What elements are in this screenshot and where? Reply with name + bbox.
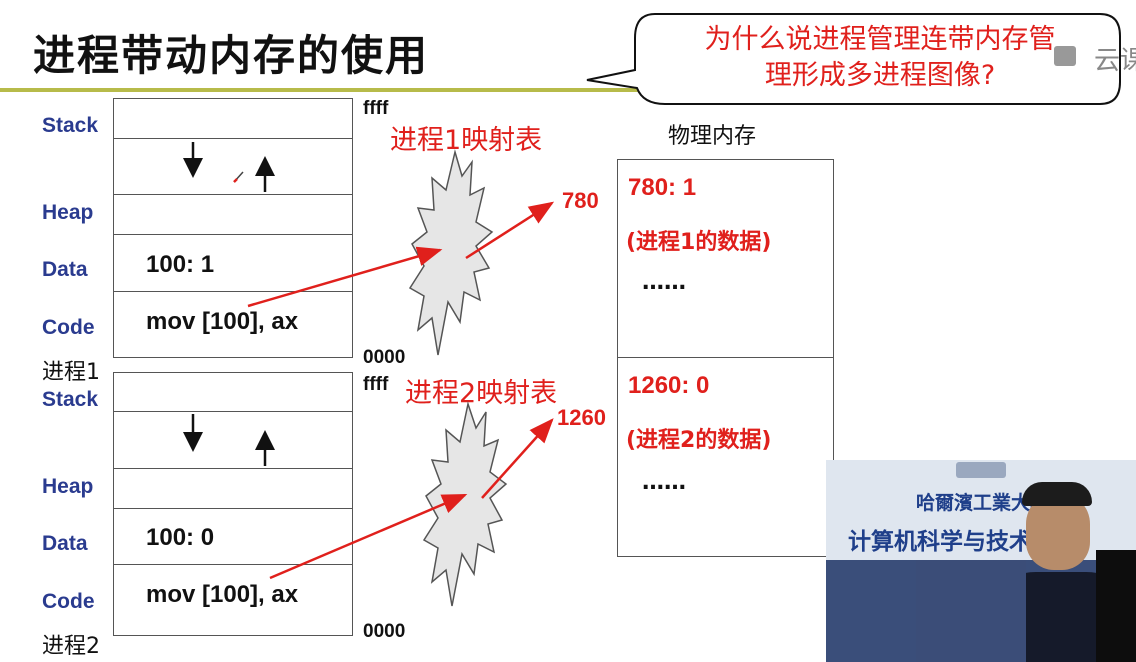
phys-block2-value: 1260: 0 — [628, 372, 710, 399]
process2-addr-bottom: 0000 — [363, 621, 406, 642]
phys-block1-value: 780: 1 — [628, 174, 697, 201]
process2-code-cell: mov [100], ax — [146, 581, 299, 608]
segment-label-heap: Heap — [42, 201, 94, 224]
process2-data-cell: 100: 0 — [146, 524, 215, 551]
segment-label-heap: Heap — [42, 475, 94, 498]
video-text-line2: 计算机科学与技术 — [848, 529, 1032, 555]
process1-map-arrow-out — [465, 201, 555, 260]
chair-back — [916, 560, 1026, 662]
video-inset: 哈爾濱工業大學 计算机科学与技术 — [826, 460, 1136, 662]
divider — [113, 234, 353, 235]
process1-map-arrow-in — [247, 246, 443, 308]
divider — [113, 291, 353, 292]
physical-memory-box — [617, 159, 834, 557]
pen-cursor-icon — [233, 171, 244, 183]
divider — [113, 138, 353, 139]
divider — [617, 357, 834, 358]
speech-bubble — [586, 13, 1121, 105]
video-text-line1: 哈爾濱工業大學 — [916, 492, 1050, 514]
divider — [113, 468, 353, 469]
bubble-text: 为什么说进程管理连带内存管 理形成多进程图像? — [660, 22, 1100, 94]
divider — [113, 411, 353, 412]
logo-text: 云课 — [1094, 46, 1136, 72]
process1-target-addr: 780 — [562, 188, 599, 213]
process1-memory — [113, 98, 353, 358]
title-rule — [0, 88, 820, 92]
process1-addr-top: ffff — [363, 98, 389, 119]
process2-map-arrow-in — [269, 493, 468, 580]
phys-block2-ellipsis: …… — [642, 470, 686, 495]
segment-label-stack: Stack — [42, 114, 99, 137]
segment-label-code: Code — [42, 590, 95, 613]
divider — [113, 564, 353, 565]
phys-block1-note: (进程1的数据) — [626, 230, 772, 255]
physical-memory-title: 物理内存 — [668, 124, 757, 149]
segment-label-data: Data — [42, 258, 88, 281]
segment-label-code: Code — [42, 316, 95, 339]
process2-memory — [113, 372, 353, 636]
process2-addr-top: ffff — [363, 374, 389, 395]
process2-map-arrow-out — [481, 418, 554, 499]
process1-map-burst — [408, 149, 494, 356]
process2-map-burst — [422, 401, 508, 607]
bubble-line-1: 为什么说进程管理连带内存管 — [704, 24, 1056, 55]
process2-target-addr: 1260 — [557, 405, 606, 430]
slide-title: 进程带动内存的使用 — [33, 31, 430, 80]
bubble-line-2: 理形成多进程图像? — [764, 60, 996, 91]
presenter-hair — [1022, 482, 1092, 506]
logo: 云课 — [1052, 44, 1136, 72]
logo-icon — [1054, 46, 1076, 66]
process1-code-cell: mov [100], ax — [146, 308, 299, 335]
process1-map-title: 进程1映射表 — [390, 125, 543, 156]
monitor — [1096, 550, 1136, 662]
segment-label-data: Data — [42, 532, 88, 555]
divider — [113, 508, 353, 509]
phys-block1-ellipsis: …… — [642, 270, 686, 295]
phys-block2-note: (进程2的数据) — [626, 428, 772, 453]
process2-map-title: 进程2映射表 — [405, 378, 558, 409]
segment-label-stack: Stack — [42, 388, 99, 411]
university-emblem — [956, 462, 1006, 478]
divider — [113, 194, 353, 195]
process1-data-cell: 100: 1 — [146, 251, 215, 278]
process1-addr-bottom: 0000 — [363, 347, 406, 368]
process2-label: 进程2 — [42, 634, 100, 659]
process1-label: 进程1 — [42, 360, 100, 385]
